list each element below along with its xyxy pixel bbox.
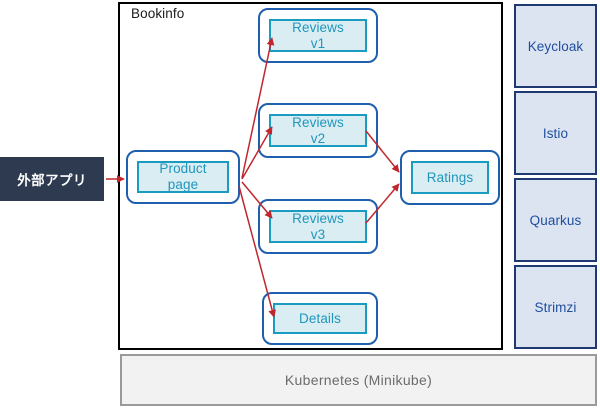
sidebar-item-strimzi-label: Strimzi — [534, 299, 577, 315]
platform-bar-label: Kubernetes (Minikube) — [284, 372, 433, 388]
sidebar-item-quarkus-label: Quarkus — [529, 212, 582, 228]
node-reviews-v3[interactable]: Reviews v3 — [258, 199, 378, 254]
node-ratings-inner: Ratings — [411, 161, 489, 194]
sidebar-item-keycloak[interactable]: Keycloak — [514, 4, 597, 88]
node-product-page[interactable]: Product page — [126, 150, 240, 204]
sidebar-item-istio-label: Istio — [542, 125, 569, 141]
node-product-page-label: Product page — [159, 161, 207, 192]
node-details[interactable]: Details — [262, 292, 378, 345]
bookinfo-container-label: Bookinfo — [131, 6, 185, 21]
node-reviews-v3-label: Reviews v3 — [292, 210, 344, 242]
node-reviews-v2-inner: Reviews v2 — [269, 114, 367, 147]
external-app-label: 外部アプリ — [17, 173, 87, 188]
node-reviews-v1-label: Reviews v1 — [292, 19, 344, 51]
sidebar-item-strimzi[interactable]: Strimzi — [514, 265, 597, 349]
node-reviews-v2-label: Reviews v2 — [292, 114, 344, 146]
sidebar-item-quarkus[interactable]: Quarkus — [514, 178, 597, 262]
node-ratings[interactable]: Ratings — [400, 150, 500, 205]
sidebar-item-istio[interactable]: Istio — [514, 91, 597, 175]
node-reviews-v2[interactable]: Reviews v2 — [258, 103, 378, 158]
external-app-box[interactable]: 外部アプリ — [0, 157, 104, 201]
node-ratings-label: Ratings — [426, 169, 474, 185]
node-reviews-v1-inner: Reviews v1 — [269, 19, 367, 52]
node-details-inner: Details — [273, 303, 367, 334]
platform-bar: Kubernetes (Minikube) — [120, 354, 597, 406]
sidebar-item-keycloak-label: Keycloak — [527, 38, 584, 54]
node-details-label: Details — [299, 310, 341, 326]
node-reviews-v3-inner: Reviews v3 — [269, 210, 367, 243]
node-product-page-inner: Product page — [137, 161, 229, 193]
node-reviews-v1[interactable]: Reviews v1 — [258, 8, 378, 63]
